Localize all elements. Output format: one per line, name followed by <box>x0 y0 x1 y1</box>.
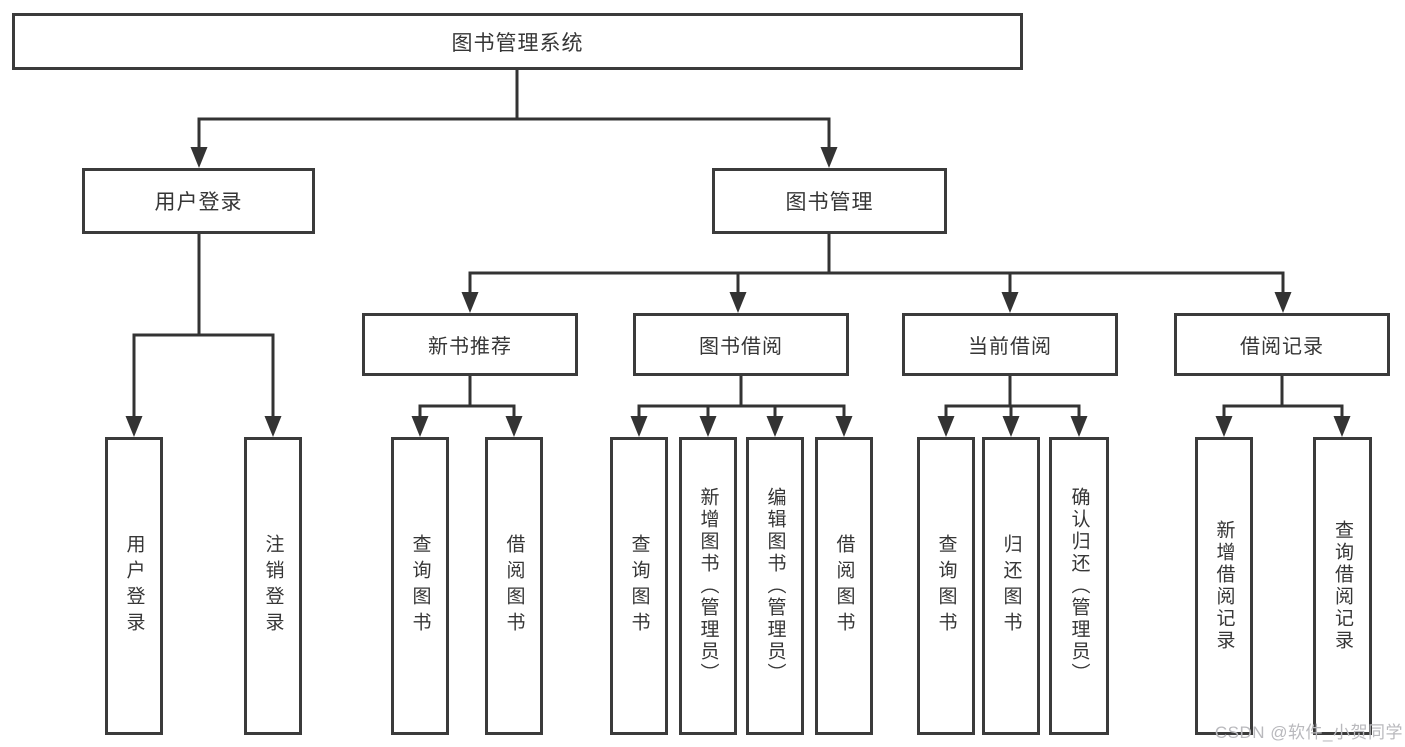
connector-root-level2 <box>197 69 831 150</box>
leaf-query-book-borrowing: 查询图书 <box>610 437 668 735</box>
leaf-label: 确认归还（管理员） <box>1068 487 1090 685</box>
arrow-down-icon <box>820 147 838 168</box>
leaf-add-borrow-record: 新增借阅记录 <box>1195 437 1253 735</box>
leaf-label: 归还图书 <box>1000 534 1022 638</box>
csdn-watermark: CSDN @软件_小贺同学 <box>1214 723 1403 742</box>
arrow-down-icon <box>125 416 143 437</box>
leaf-borrow-book-recommend: 借阅图书 <box>485 437 543 735</box>
leaf-label: 用户登录 <box>123 534 145 638</box>
connector-current-leaves <box>944 376 1081 420</box>
arrow-down-icon <box>461 292 479 313</box>
arrow-down-icon <box>505 416 523 437</box>
leaf-label: 查询借阅记录 <box>1332 520 1353 652</box>
leaf-label: 借阅图书 <box>833 534 855 638</box>
arrow-down-icon <box>1070 416 1088 437</box>
node-root-system: 图书管理系统 <box>12 13 1023 70</box>
connector-mgmt-level3 <box>468 233 1285 296</box>
leaf-return-book: 归还图书 <box>982 437 1040 735</box>
arrow-down-icon <box>1215 416 1233 437</box>
arrow-down-icon <box>411 416 429 437</box>
leaf-label: 编辑图书（管理员） <box>764 487 786 685</box>
arrow-down-icon <box>729 292 747 313</box>
arrow-down-icon <box>937 416 955 437</box>
node-borrow-records: 借阅记录 <box>1174 313 1390 376</box>
leaf-confirm-return-admin: 确认归还（管理员） <box>1049 437 1109 735</box>
leaf-logout: 注销登录 <box>244 437 302 735</box>
leaf-label: 查询图书 <box>935 534 957 638</box>
arrowhead-group <box>125 147 1351 437</box>
connector-login-leaves <box>132 233 275 420</box>
leaf-borrow-book-borrowing: 借阅图书 <box>815 437 873 735</box>
arrow-down-icon <box>264 416 282 437</box>
connector-borrow-leaves <box>637 376 846 420</box>
node-book-management: 图书管理 <box>712 168 947 234</box>
leaf-user-login: 用户登录 <box>105 437 163 735</box>
node-book-borrowing: 图书借阅 <box>633 313 849 376</box>
arrow-down-icon <box>699 416 717 437</box>
leaf-label: 注销登录 <box>262 534 284 638</box>
arrow-down-icon <box>1002 416 1020 437</box>
node-user-login: 用户登录 <box>82 168 315 234</box>
arrow-down-icon <box>766 416 784 437</box>
connector-line-group <box>132 69 1344 420</box>
arrow-down-icon <box>835 416 853 437</box>
leaf-label: 新增借阅记录 <box>1213 520 1235 652</box>
leaf-label: 借阅图书 <box>503 534 525 638</box>
leaf-label: 查询图书 <box>628 534 650 638</box>
leaf-edit-book-admin: 编辑图书（管理员） <box>746 437 804 735</box>
connector-newbook-leaves <box>418 376 516 420</box>
leaf-query-book-current: 查询图书 <box>917 437 975 735</box>
node-new-book-recommend: 新书推荐 <box>362 313 578 376</box>
arrow-down-icon <box>630 416 648 437</box>
leaf-add-book-admin: 新增图书（管理员） <box>679 437 737 735</box>
leaf-query-borrow-record: 查询借阅记录 <box>1313 437 1372 735</box>
arrow-down-icon <box>190 147 208 168</box>
arrow-down-icon <box>1001 292 1019 313</box>
leaf-label: 新增图书（管理员） <box>697 487 719 685</box>
leaf-query-book-recommend: 查询图书 <box>391 437 449 735</box>
leaf-label: 查询图书 <box>409 534 431 638</box>
arrow-down-icon <box>1333 416 1351 437</box>
arrow-down-icon <box>1274 292 1292 313</box>
connector-records-leaves <box>1222 376 1344 420</box>
node-current-borrowing: 当前借阅 <box>902 313 1118 376</box>
